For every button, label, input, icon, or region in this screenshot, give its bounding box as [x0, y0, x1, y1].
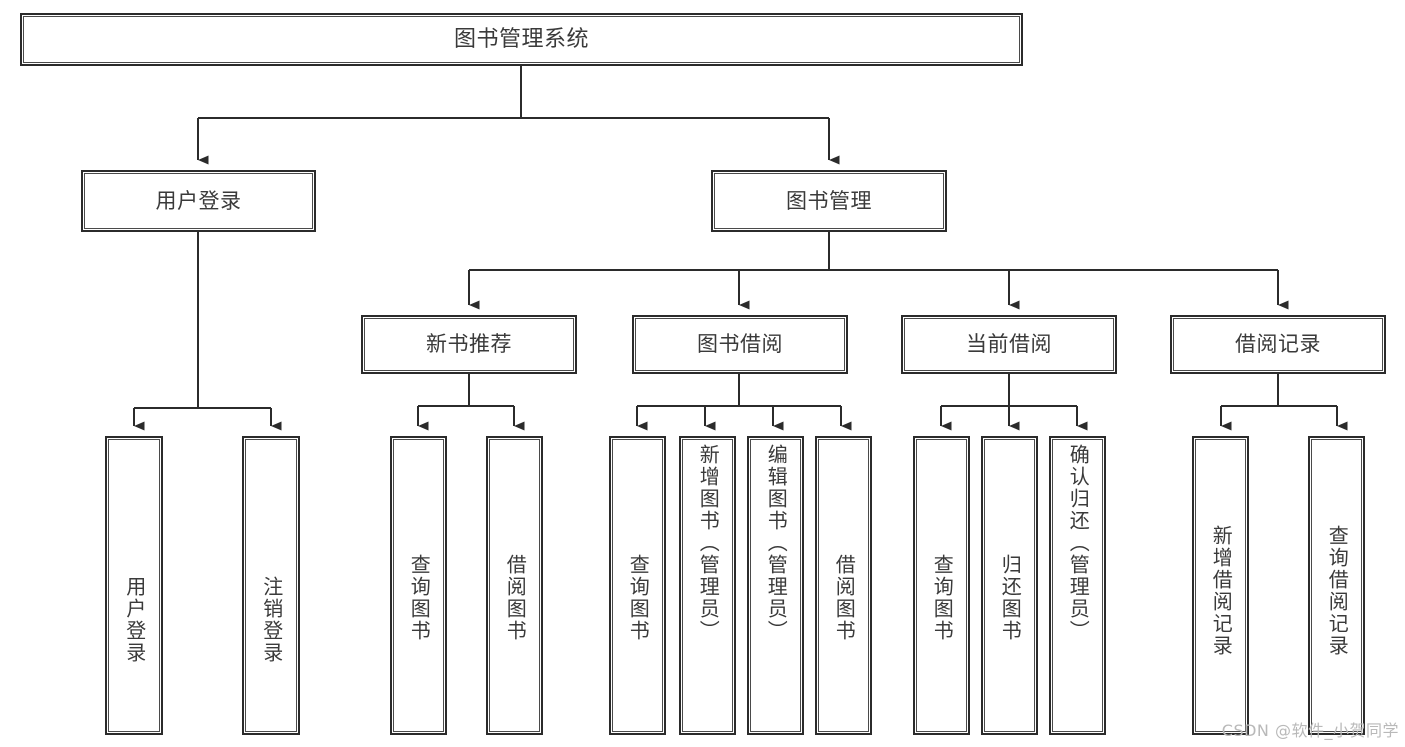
node-label: 图书管理 — [786, 188, 872, 213]
leaf-label: 确认归还（管理员） — [1066, 444, 1091, 642]
node-label: 图书管理系统 — [453, 26, 589, 52]
leaf-label: 查询图书 — [407, 553, 432, 642]
leaf-return-book[interactable]: 归还图书 — [981, 436, 1038, 735]
leaf-logout[interactable]: 注销登录 — [242, 436, 300, 735]
leaf-label: 编辑图书（管理员） — [764, 444, 789, 642]
leaf-borrow-book-recommend[interactable]: 借阅图书 — [486, 436, 543, 735]
node-label: 当前借阅 — [966, 332, 1052, 356]
leaf-add-borrow-record[interactable]: 新增借阅记录 — [1192, 436, 1249, 735]
leaf-label: 新增图书（管理员） — [696, 444, 721, 642]
csdn-watermark: CSDN @软件_小贺同学 — [1221, 721, 1399, 740]
leaf-label: 注销登录 — [259, 575, 284, 664]
leaf-confirm-return-admin[interactable]: 确认归还（管理员） — [1049, 436, 1106, 735]
node-borrow-record[interactable]: 借阅记录 — [1170, 315, 1386, 374]
node-book-management[interactable]: 图书管理 — [711, 170, 947, 232]
node-user-login[interactable]: 用户登录 — [81, 170, 316, 232]
node-current-borrow[interactable]: 当前借阅 — [901, 315, 1117, 374]
leaf-user-login[interactable]: 用户登录 — [105, 436, 163, 735]
leaf-query-borrow-record[interactable]: 查询借阅记录 — [1308, 436, 1365, 735]
leaf-edit-book-admin[interactable]: 编辑图书（管理员） — [747, 436, 804, 735]
node-label: 用户登录 — [155, 188, 242, 213]
leaf-query-book-borrow[interactable]: 查询图书 — [609, 436, 666, 735]
node-label: 借阅记录 — [1235, 332, 1321, 356]
leaf-label: 用户登录 — [122, 575, 147, 664]
node-book-borrow[interactable]: 图书借阅 — [632, 315, 848, 374]
node-label: 新书推荐 — [426, 332, 512, 356]
leaf-label: 查询借阅记录 — [1325, 524, 1350, 657]
leaf-add-book-admin[interactable]: 新增图书（管理员） — [679, 436, 736, 735]
leaf-query-book-recommend[interactable]: 查询图书 — [390, 436, 447, 735]
leaf-borrow-book[interactable]: 借阅图书 — [815, 436, 872, 735]
leaf-label: 新增借阅记录 — [1209, 524, 1234, 657]
leaf-label: 借阅图书 — [503, 553, 528, 642]
leaf-query-book-current[interactable]: 查询图书 — [913, 436, 970, 735]
leaf-label: 查询图书 — [626, 553, 651, 642]
leaf-label: 借阅图书 — [832, 553, 857, 642]
leaf-label: 归还图书 — [998, 553, 1023, 642]
node-label: 图书借阅 — [697, 332, 783, 356]
leaf-label: 查询图书 — [930, 553, 955, 642]
node-root-book-management-system[interactable]: 图书管理系统 — [20, 13, 1023, 66]
node-new-book-recommend[interactable]: 新书推荐 — [361, 315, 577, 374]
